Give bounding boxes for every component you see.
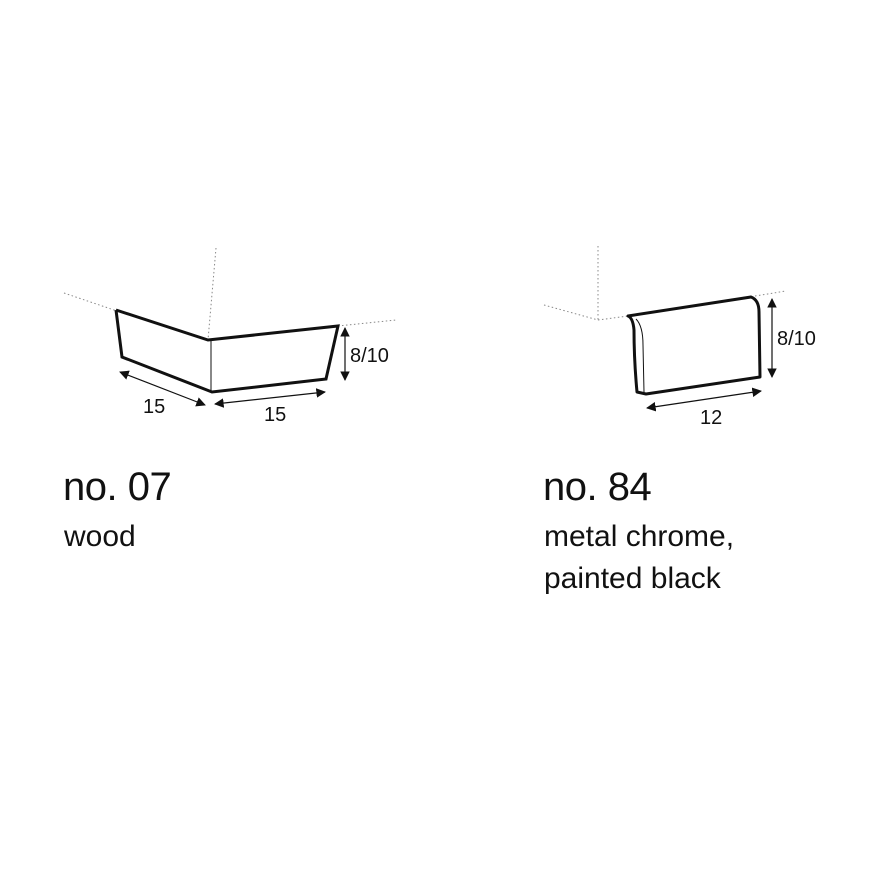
item-07-number: no. 07 — [63, 465, 172, 509]
dim-arrow-left — [119, 370, 206, 407]
plinth-84-outline — [626, 295, 762, 396]
item-84-material: metal chrome, painted black — [544, 516, 734, 600]
wall-guide-lines — [543, 246, 787, 321]
material-line: painted black — [544, 562, 721, 595]
wall-guide-lines — [63, 247, 397, 341]
dim-arrow-length — [646, 387, 762, 412]
dim-label-length-left: 15 — [143, 396, 165, 418]
dim-label-height: 8/10 — [350, 345, 389, 367]
dim-label-length: 12 — [700, 407, 722, 429]
item-84-number: no. 84 — [543, 465, 652, 509]
item-07-material: wood — [64, 516, 136, 558]
plinth-84-bevel-edge — [635, 318, 645, 393]
material-line: wood — [64, 520, 136, 553]
plinth-07-drawing: 15 15 8/10 — [63, 247, 397, 426]
plinth-84-drawing: 12 8/10 — [543, 246, 816, 429]
dim-arrow-right — [214, 388, 326, 408]
dim-label-length-right: 15 — [264, 404, 286, 426]
plinth-07-outline — [114, 308, 340, 394]
dim-label-height: 8/10 — [777, 328, 816, 350]
material-line: metal chrome, — [544, 520, 735, 553]
